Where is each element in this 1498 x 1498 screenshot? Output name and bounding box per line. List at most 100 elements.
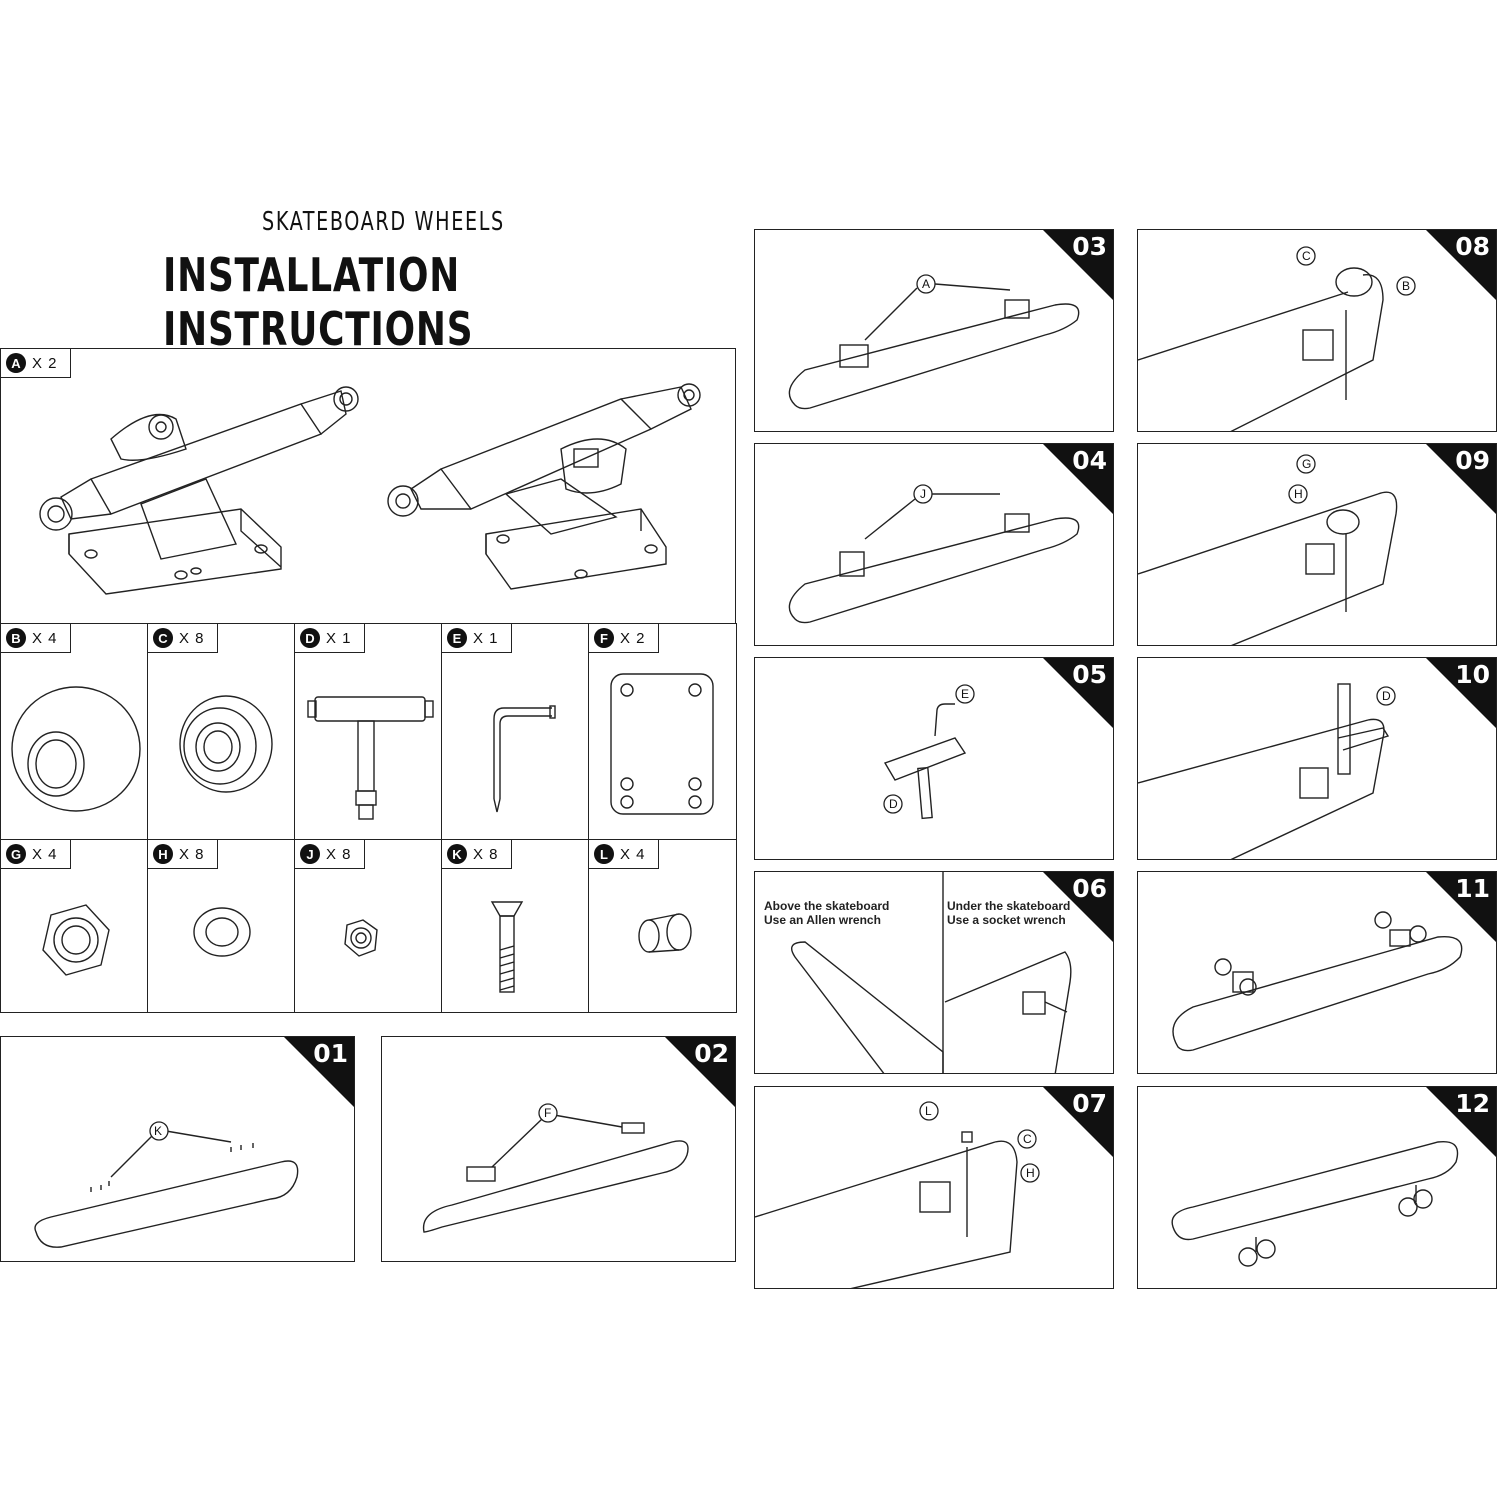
step-label: K (154, 1124, 162, 1138)
skateboard-icon (1171, 1140, 1459, 1267)
step-12-panel: 12 (1137, 1086, 1497, 1289)
part-k-tag: K X 8 (442, 840, 512, 869)
part-j-qty: X 8 (326, 845, 352, 863)
caption-right-line2: Use a socket wrench (947, 913, 1066, 927)
skateboard-deck-icon (791, 872, 1072, 1073)
part-l-panel: L X 4 (588, 839, 737, 1013)
riser-pad-icon (610, 673, 714, 815)
step-number: 02 (694, 1039, 729, 1068)
step-06-panel: 06 Above the skateboard Use an Allen wre… (754, 871, 1114, 1074)
caption-right-line1: Under the skateboard (947, 899, 1071, 913)
part-d-letter: D (300, 628, 320, 648)
step-04-panel: 04 J (754, 443, 1114, 646)
step-number: 12 (1455, 1089, 1490, 1118)
part-l-qty: X 4 (620, 845, 646, 863)
step-label: L (925, 1104, 932, 1118)
axle-nut-icon (42, 904, 110, 976)
step-number: 07 (1072, 1089, 1107, 1118)
caption-left-line2: Use an Allen wrench (764, 913, 881, 927)
part-b-qty: X 4 (32, 629, 58, 647)
mounting-nut-icon (344, 919, 378, 957)
part-b-letter: B (6, 628, 26, 648)
step-label: J (920, 487, 926, 501)
step-label: B (1402, 279, 1410, 293)
allen-wrench-icon (493, 705, 556, 813)
part-c-tag: C X 8 (148, 624, 218, 653)
part-a-panel: A X 2 (0, 348, 736, 625)
step-label: C (1023, 1132, 1032, 1146)
spacer-icon (638, 913, 692, 953)
part-h-panel: H X 8 (147, 839, 296, 1013)
step-label: D (1382, 689, 1391, 703)
mounting-bolt-icon (490, 901, 524, 993)
bearing-icon (179, 695, 273, 793)
step-number: 03 (1072, 232, 1107, 261)
skateboard-deck-icon: L C H (755, 1101, 1040, 1288)
part-e-tag: E X 1 (442, 624, 512, 653)
t-tool-icon: D (1138, 683, 1396, 859)
step-label: H (1294, 487, 1303, 501)
part-f-qty: X 2 (620, 629, 646, 647)
part-e-qty: X 1 (473, 629, 499, 647)
step-label: E (961, 687, 969, 701)
part-k-panel: K X 8 (441, 839, 590, 1013)
step-number: 05 (1072, 660, 1107, 689)
part-j-tag: J X 8 (295, 840, 365, 869)
washer-icon (193, 907, 251, 957)
page-title: INSTALLATION INSTRUCTIONS (163, 248, 474, 356)
step-label: D (889, 797, 898, 811)
step-09-panel: 09 G H (1137, 443, 1497, 646)
step-05-panel: 05 E D (754, 657, 1114, 860)
part-e-letter: E (447, 628, 467, 648)
part-d-tag: D X 1 (295, 624, 365, 653)
step-08-panel: 08 C B (1137, 229, 1497, 432)
part-d-qty: X 1 (326, 629, 352, 647)
skateboard-deck-icon: J (788, 484, 1080, 624)
part-a-tag: A X 2 (1, 349, 71, 378)
part-e-panel: E X 1 (441, 623, 590, 841)
step-02-panel: 02 F (381, 1036, 736, 1262)
skateboard-icon (1172, 911, 1463, 1052)
skateboard-deck-icon: G H (1138, 454, 1398, 645)
skateboard-deck-icon: C B (1138, 246, 1416, 431)
part-g-qty: X 4 (32, 845, 58, 863)
step-number: 10 (1455, 660, 1490, 689)
part-g-letter: G (6, 844, 26, 864)
part-h-letter: H (153, 844, 173, 864)
part-j-letter: J (300, 844, 320, 864)
step-number: 01 (313, 1039, 348, 1068)
step-01-panel: 01 K (0, 1036, 355, 1262)
t-tool-icon (307, 696, 434, 820)
part-f-tag: F X 2 (589, 624, 659, 653)
step-03-panel: 03 A (754, 229, 1114, 432)
step-label: C (1302, 249, 1311, 263)
part-g-panel: G X 4 (0, 839, 149, 1013)
part-l-letter: L (594, 844, 614, 864)
wheel-icon (11, 686, 141, 812)
part-c-letter: C (153, 628, 173, 648)
truck-icon (39, 383, 701, 595)
skateboard-deck-icon: A (788, 274, 1080, 410)
skateboard-deck-icon: K (34, 1121, 299, 1248)
part-l-tag: L X 4 (589, 840, 659, 869)
part-g-tag: G X 4 (1, 840, 71, 869)
step-label: H (1026, 1166, 1035, 1180)
part-j-panel: J X 8 (294, 839, 443, 1013)
t-tool-icon: E D (883, 684, 975, 820)
part-k-qty: X 8 (473, 845, 499, 863)
part-a-letter: A (6, 353, 26, 373)
step-label: G (1302, 457, 1311, 471)
skateboard-deck-icon: F (422, 1103, 689, 1233)
part-d-panel: D X 1 (294, 623, 443, 841)
step-11-panel: 11 (1137, 871, 1497, 1074)
step-07-panel: 07 L C H (754, 1086, 1114, 1289)
step-10-panel: 10 D (1137, 657, 1497, 860)
part-c-qty: X 8 (179, 629, 205, 647)
step-number: 08 (1455, 232, 1490, 261)
step-label: A (922, 277, 930, 291)
step-number: 09 (1455, 446, 1490, 475)
step-number: 11 (1455, 874, 1490, 903)
part-f-panel: F X 2 (588, 623, 737, 841)
part-b-tag: B X 4 (1, 624, 71, 653)
page-subtitle: SKATEBOARD WHEELS (262, 207, 505, 237)
